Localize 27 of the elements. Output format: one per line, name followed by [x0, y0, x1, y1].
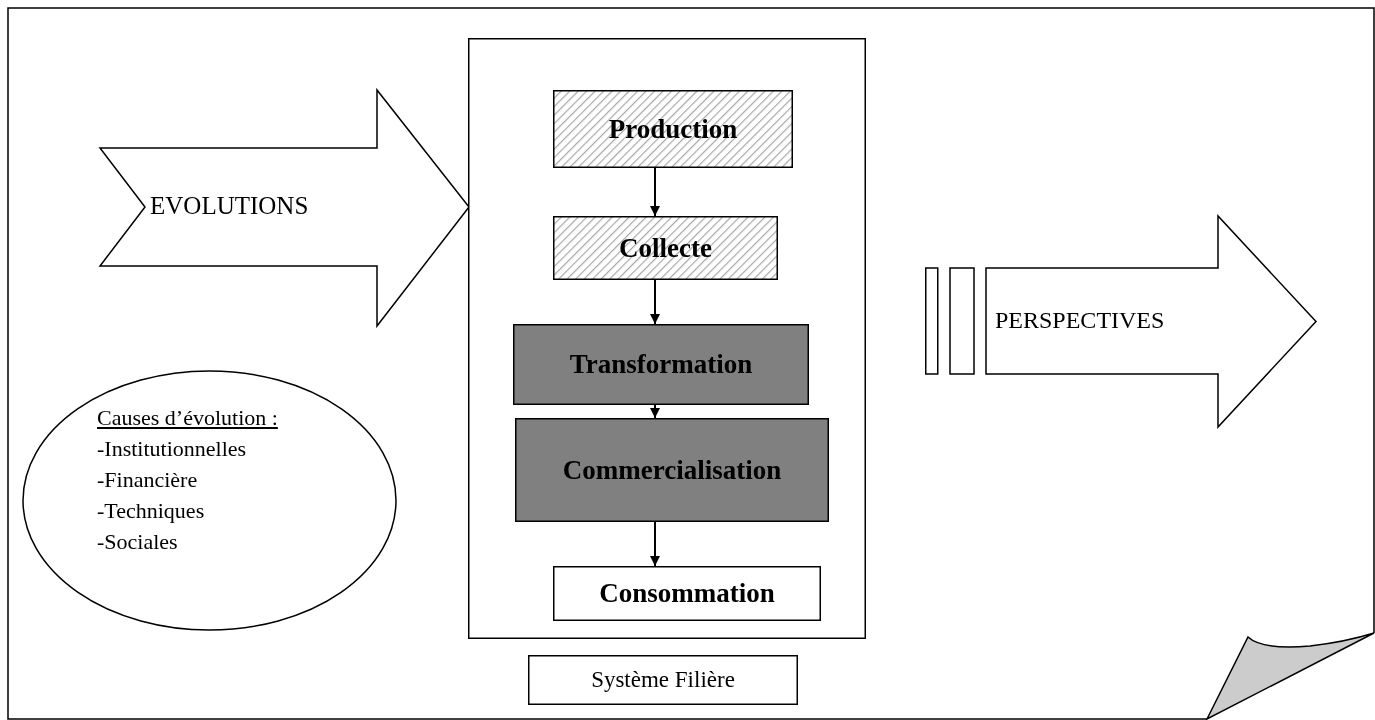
process-box [553, 90, 793, 168]
list-heading: Causes d’évolution : [97, 405, 278, 431]
arrow [650, 521, 660, 567]
box-label: Système Filière [591, 667, 735, 693]
list-item: -Financière [97, 467, 198, 493]
process-label: Transformation [569, 349, 753, 380]
process-label: Commercialisation [562, 454, 782, 486]
arrow-label: EVOLUTIONS [150, 192, 309, 220]
process-label: Consommation [599, 578, 775, 609]
arrow-label: PERSPECTIVES [995, 306, 1165, 334]
arrow [650, 404, 660, 419]
process-box [513, 324, 809, 405]
system-box [468, 38, 866, 639]
list-item: -Sociales [97, 529, 178, 555]
label-box [528, 655, 798, 705]
process-box [515, 418, 829, 522]
process-label: Collecte [619, 232, 712, 264]
arrow [650, 279, 660, 325]
process-box [553, 566, 821, 621]
perspectives-arrow [925, 216, 1317, 427]
process-box [553, 216, 778, 280]
process-label: Production [608, 113, 738, 145]
list-item: -Institutionnelles [97, 436, 247, 462]
causes-ellipse [22, 370, 397, 631]
list-item: -Techniques [97, 498, 205, 524]
arrow [650, 167, 660, 217]
evolutions-arrow [100, 90, 469, 326]
